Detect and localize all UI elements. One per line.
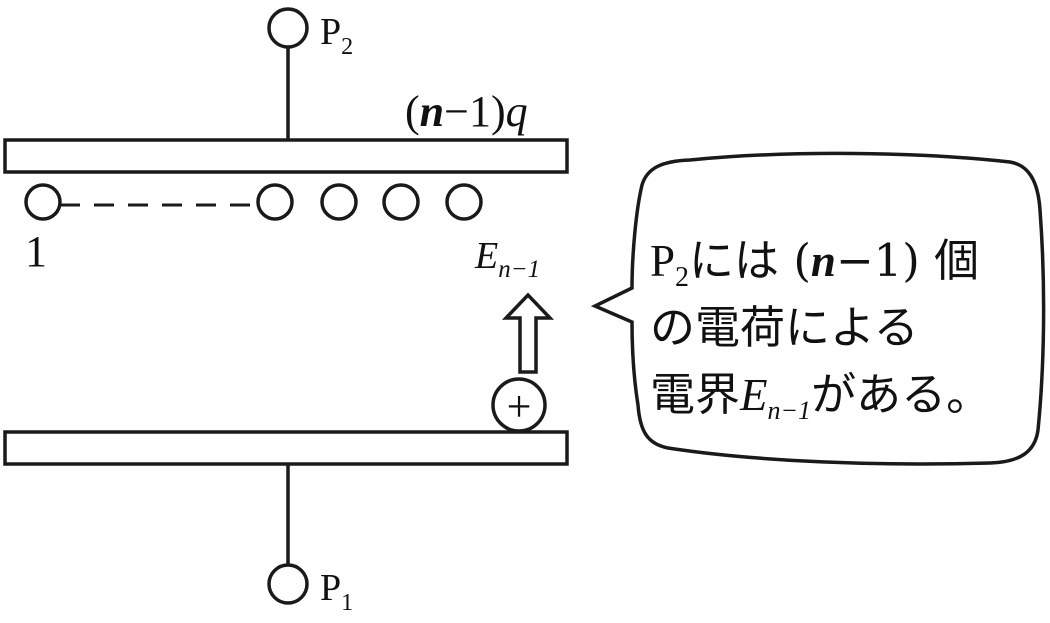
- top-plate: [3, 138, 569, 174]
- charge-index-label: 1: [25, 227, 47, 276]
- charge-first: [24, 183, 62, 221]
- terminal-p2-ring: [267, 7, 309, 49]
- speech-bubble: [590, 151, 1046, 466]
- plate-charge-label: (n−1)q: [405, 87, 528, 136]
- test-charge: +: [491, 377, 547, 433]
- field-arrow-icon: [501, 292, 555, 374]
- field-label: En−1: [474, 235, 540, 283]
- bottom-plate: [3, 430, 569, 466]
- test-charge-symbol: +: [507, 382, 532, 431]
- charge-circle: [320, 183, 358, 221]
- terminal-p1-label: P1: [320, 567, 353, 616]
- charge-circle: [445, 183, 483, 221]
- bubble-line-1: P2には (n−1) 個: [650, 234, 979, 293]
- terminal-p2-label: P2: [320, 11, 353, 60]
- terminal-p2: P2: [267, 7, 353, 140]
- charge-row: [24, 183, 483, 221]
- terminal-p1-ring: [267, 563, 309, 605]
- charge-circle: [256, 183, 294, 221]
- bubble-line-3: 電界En−1がある。: [650, 368, 991, 425]
- bubble-line-2: の電荷による: [650, 301, 919, 354]
- charge-circle: [382, 183, 420, 221]
- terminal-p1: P1: [267, 464, 353, 616]
